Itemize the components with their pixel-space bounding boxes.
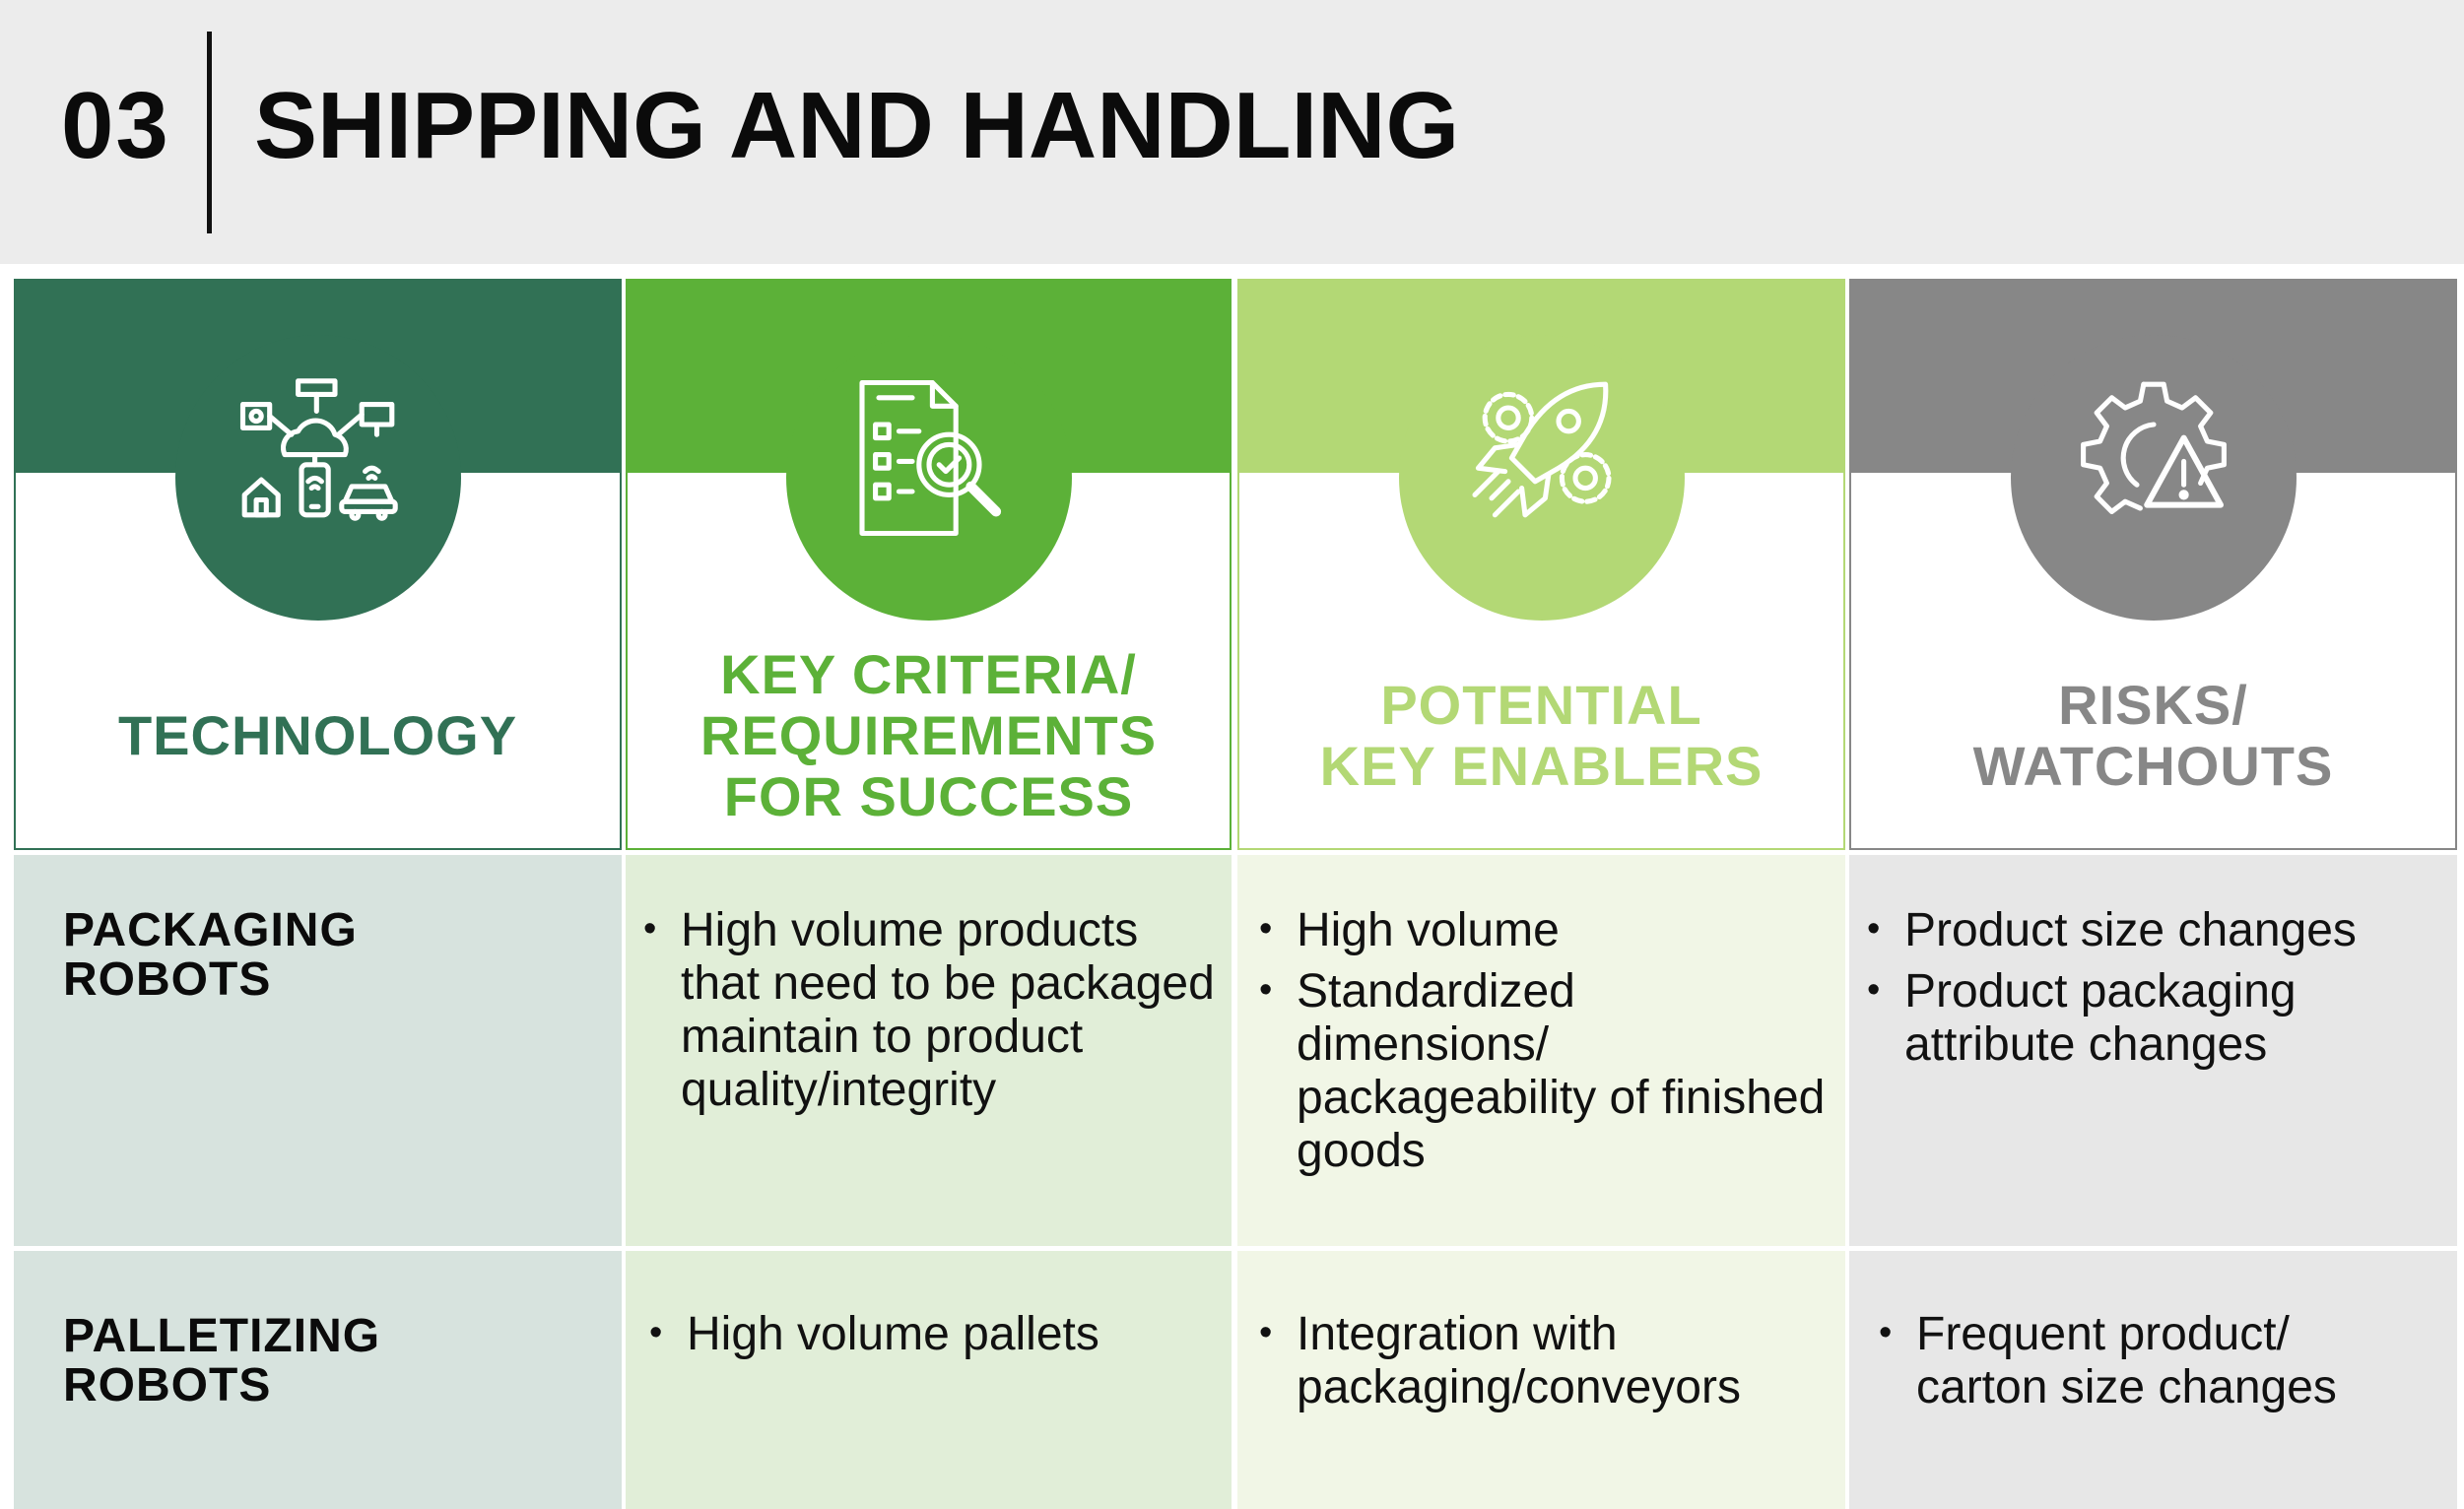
column-header-key-criteria: KEY CRITERIA/ REQUIREMENTS FOR SUCCESS — [626, 279, 1232, 850]
list-item: Standardized dimensions/ packageability … — [1259, 963, 1831, 1178]
row-palletizing-label-cell: PALLETIZING ROBOTS — [14, 1251, 622, 1509]
criteria-list: High volume pallets — [649, 1306, 1221, 1369]
slide-header: 03 SHIPPING AND HANDLING — [0, 0, 2464, 264]
row-palletizing-enablers-cell: Integration with packaging/conveyors — [1237, 1251, 1845, 1509]
column-header-key-enablers: POTENTIAL KEY ENABLERS — [1237, 279, 1845, 850]
column-header-technology: TECHNOLOGY — [14, 279, 622, 850]
row-packaging-enablers-cell: High volume Standardized dimensions/ pac… — [1237, 855, 1845, 1246]
list-item: Product size changes — [1867, 902, 2448, 957]
list-item: Product packaging attribute changes — [1867, 963, 2448, 1072]
column-label: KEY CRITERIA/ REQUIREMENTS FOR SUCCESS — [699, 643, 1158, 827]
slide-title: SHIPPING AND HANDLING — [254, 73, 1460, 178]
list-item: Frequent product/ carton size changes — [1879, 1306, 2431, 1414]
row-label: PACKAGING ROBOTS — [63, 904, 358, 1006]
header-divider — [207, 32, 212, 233]
column-label: RISKS/ WATCHOUTS — [1972, 674, 2334, 797]
list-item: High volume — [1259, 902, 1831, 957]
risks-list: Product size changes Product packaging a… — [1867, 902, 2448, 1080]
criteria-list: High volume products that need to be pac… — [643, 902, 1215, 1125]
row-palletizing-criteria-cell: High volume pallets — [626, 1251, 1232, 1509]
enablers-list: Integration with packaging/conveyors — [1259, 1306, 1821, 1422]
smart-network-icon — [239, 378, 398, 521]
section-number: 03 — [61, 73, 170, 178]
row-packaging-risks-cell: Product size changes Product packaging a… — [1849, 855, 2457, 1246]
enablers-list: High volume Standardized dimensions/ pac… — [1259, 902, 1831, 1186]
row-palletizing-risks-cell: Frequent product/ carton size changes — [1849, 1251, 2457, 1509]
column-label: POTENTIAL KEY ENABLERS — [1319, 674, 1764, 797]
checklist-magnifier-icon — [858, 379, 1001, 537]
gear-warning-icon — [2080, 381, 2227, 514]
list-item: High volume products that need to be pac… — [643, 902, 1215, 1117]
row-packaging-criteria-cell: High volume products that need to be pac… — [626, 855, 1232, 1246]
list-item: High volume pallets — [649, 1306, 1221, 1361]
row-label: PALLETIZING ROBOTS — [63, 1310, 381, 1411]
column-label: TECHNOLOGY — [117, 704, 518, 766]
rocket-gears-icon — [1471, 381, 1612, 518]
list-item: Integration with packaging/conveyors — [1259, 1306, 1821, 1414]
column-header-risks: RISKS/ WATCHOUTS — [1849, 279, 2457, 850]
row-packaging-label-cell: PACKAGING ROBOTS — [14, 855, 622, 1246]
risks-list: Frequent product/ carton size changes — [1879, 1306, 2431, 1422]
